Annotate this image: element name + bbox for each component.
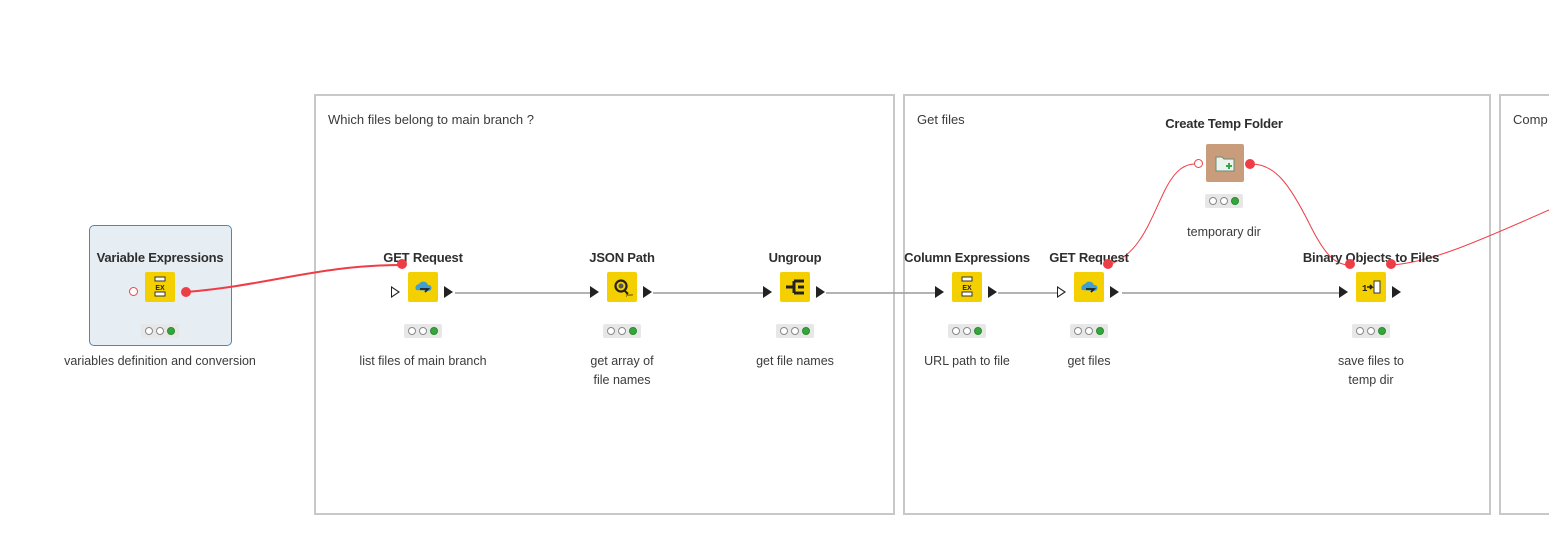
data-in-port[interactable] xyxy=(763,286,772,298)
node-label: URL path to file xyxy=(924,354,1010,368)
svg-text:EX: EX xyxy=(962,285,972,292)
data-out-port[interactable] xyxy=(988,286,997,298)
node-label: get files xyxy=(1067,354,1111,368)
status-dot xyxy=(418,327,427,335)
status-dot xyxy=(606,327,615,335)
flow-variable-out-port[interactable] xyxy=(1245,159,1255,169)
status-dot xyxy=(155,327,164,335)
node-label-line: temp dir xyxy=(1348,373,1394,387)
node-title: Create Temp Folder xyxy=(1165,116,1283,131)
status-dot xyxy=(1231,197,1240,205)
data-in-port[interactable] xyxy=(1339,286,1348,298)
node-label: list files of main branch xyxy=(359,354,487,368)
annotation-get-files[interactable]: Get files xyxy=(903,94,1491,515)
status-dot xyxy=(617,327,626,335)
node-title: Variable Expressions xyxy=(96,250,224,265)
status-dot xyxy=(407,327,416,335)
status-dot xyxy=(1355,327,1364,335)
status-dot xyxy=(167,327,176,335)
status-dot xyxy=(430,327,439,335)
flow-variable-out-port[interactable] xyxy=(1103,259,1113,269)
flow-variable-in-port[interactable] xyxy=(129,287,138,296)
expression-icon[interactable]: EX xyxy=(952,272,982,302)
node-status-traffic-light xyxy=(1352,324,1390,338)
annotation-label: Which files belong to main branch ? xyxy=(328,112,534,127)
node-label-line: file names xyxy=(593,373,651,387)
status-dot xyxy=(1096,327,1105,335)
svg-text:EX: EX xyxy=(155,285,165,292)
node-title: JSON Path xyxy=(589,250,655,265)
status-dot xyxy=(974,327,983,335)
node-label: variables definition and conversion xyxy=(64,354,256,368)
ungroup-icon[interactable] xyxy=(780,272,810,302)
node-status-traffic-light xyxy=(776,324,814,338)
node-label: temporary dir xyxy=(1187,225,1261,239)
node-status-traffic-light xyxy=(1205,194,1243,208)
status-dot xyxy=(1084,327,1093,335)
node-label: get file names xyxy=(756,354,834,368)
cloud-download-icon[interactable] xyxy=(408,272,438,302)
node-label: save files to temp dir xyxy=(1261,352,1481,390)
node-title: Column Expressions xyxy=(904,250,1030,265)
status-dot xyxy=(1366,327,1375,335)
flow-variable-out-port[interactable] xyxy=(1386,259,1396,269)
flow-variable-out-port[interactable] xyxy=(181,287,191,297)
node-label-line: get array of xyxy=(590,354,654,368)
status-dot xyxy=(1073,327,1082,335)
data-in-port[interactable] xyxy=(391,286,400,298)
cloud-download-icon[interactable] xyxy=(1074,272,1104,302)
data-out-port[interactable] xyxy=(1392,286,1401,298)
status-dot xyxy=(1378,327,1387,335)
data-out-port[interactable] xyxy=(444,286,453,298)
flow-variable-in-port[interactable] xyxy=(1345,259,1355,269)
status-dot xyxy=(144,327,153,335)
status-dot xyxy=(779,327,788,335)
status-dot xyxy=(1208,197,1217,205)
data-in-port[interactable] xyxy=(935,286,944,298)
node-title: GET Request xyxy=(383,250,463,265)
flow-variable-in-port[interactable] xyxy=(1194,159,1203,168)
annotation-comp[interactable]: Comp xyxy=(1499,94,1549,515)
svg-text:json: json xyxy=(625,292,633,297)
data-in-port[interactable] xyxy=(1057,286,1066,298)
folder-plus-icon[interactable] xyxy=(1206,144,1244,182)
data-out-port[interactable] xyxy=(643,286,652,298)
node-status-traffic-light xyxy=(948,324,986,338)
annotation-label: Get files xyxy=(917,112,965,127)
data-out-port[interactable] xyxy=(1110,286,1119,298)
data-in-port[interactable] xyxy=(590,286,599,298)
node-title: Ungroup xyxy=(768,250,822,265)
node-label: get array of file names xyxy=(512,352,732,390)
status-dot xyxy=(951,327,960,335)
status-dot xyxy=(790,327,799,335)
status-dot xyxy=(962,327,971,335)
expression-icon[interactable]: EX xyxy=(145,272,175,302)
svg-text:1: 1 xyxy=(1362,284,1368,294)
flow-variable-in-port[interactable] xyxy=(397,259,407,269)
node-title: Binary Objects to Files xyxy=(1302,250,1440,265)
status-dot xyxy=(629,327,638,335)
binary-to-file-icon[interactable]: 1 xyxy=(1356,272,1386,302)
node-status-traffic-light xyxy=(404,324,442,338)
node-title: GET Request xyxy=(1049,250,1129,265)
data-out-port[interactable] xyxy=(816,286,825,298)
node-status-traffic-light xyxy=(603,324,641,338)
status-dot xyxy=(802,327,811,335)
node-label-line: save files to xyxy=(1337,354,1404,368)
status-dot xyxy=(1219,197,1228,205)
node-status-traffic-light xyxy=(1070,324,1108,338)
node-status-traffic-light xyxy=(141,324,179,338)
annotation-label: Comp xyxy=(1513,112,1548,127)
json-path-icon[interactable]: json xyxy=(607,272,637,302)
annotation-main-branch[interactable]: Which files belong to main branch ? xyxy=(314,94,895,515)
